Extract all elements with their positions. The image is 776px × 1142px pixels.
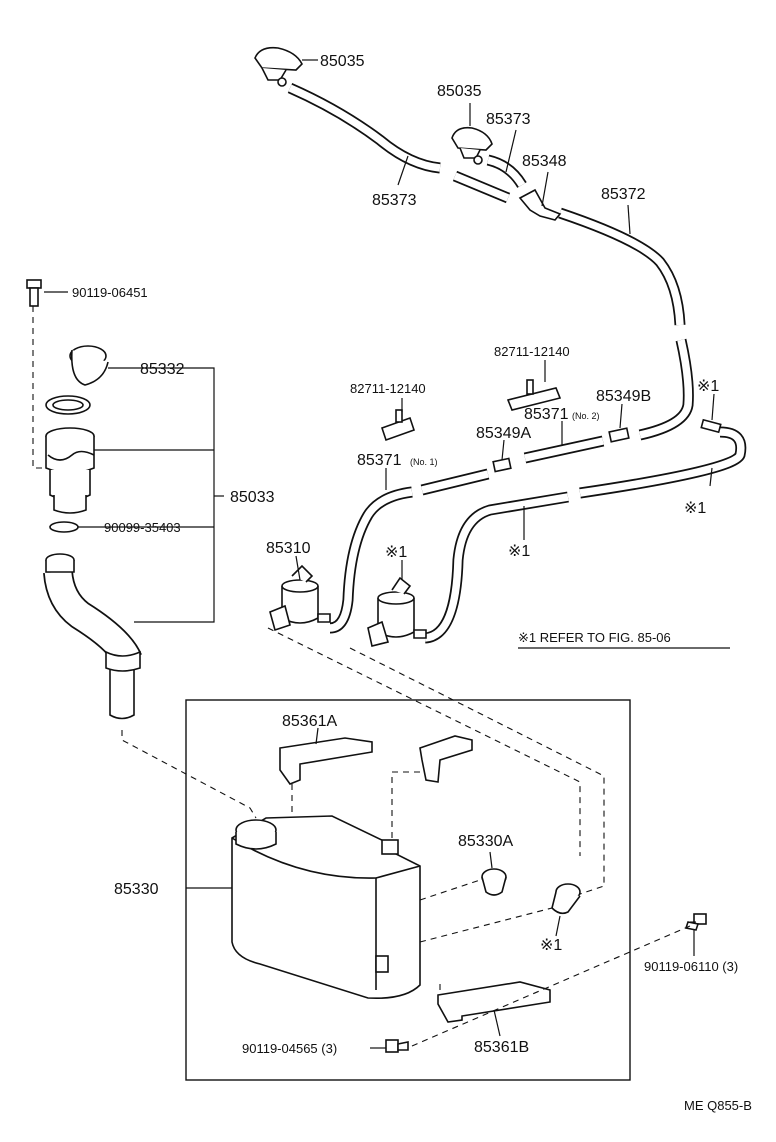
dashed-guide-lines — [32, 306, 700, 1047]
bolt-bottom-icon — [385, 1039, 409, 1053]
label-hose-upper-right: 85373 — [486, 111, 531, 128]
label-joint-85348: 85348 — [522, 153, 567, 170]
label-clip-left: 82711-12140 — [350, 381, 426, 396]
washer-pump-85310 — [269, 564, 331, 632]
grommet-ref — [551, 883, 581, 915]
bracket-upper — [279, 737, 373, 785]
nozzle-right — [451, 126, 493, 165]
label-hose-no1-suffix: (No. 1) — [410, 457, 438, 467]
washer-pump-ref — [367, 576, 427, 647]
label-nozzle-right: 85035 — [437, 83, 482, 100]
label-pump-motor: 85310 — [266, 540, 311, 557]
label-bolt-right: 90119-06110 (3) — [644, 959, 738, 974]
bracket-lower — [437, 981, 551, 1023]
washer-tank — [231, 815, 421, 1000]
callout-labels: 85035 85035 85373 85348 85373 85372 9011… — [72, 53, 752, 1113]
hose-lines — [43, 82, 747, 667]
nozzle-left — [254, 46, 303, 87]
label-ref-mark-hose-mid: ※1 — [508, 543, 530, 560]
label-hose-upper-left: 85373 — [372, 192, 417, 209]
three-way-joint — [518, 188, 562, 221]
bracket-small — [419, 735, 473, 783]
leader-lines — [44, 59, 715, 1049]
label-clip-right: 82711-12140 — [494, 344, 570, 359]
check-valve-b — [608, 427, 630, 443]
label-nozzle-left: 85035 — [320, 53, 365, 70]
label-grommet: 85330A — [458, 833, 513, 850]
label-hose-no1: 85371 — [357, 452, 402, 469]
label-check-valve-b: 85349B — [596, 388, 651, 405]
label-inlet-assy: 85033 — [230, 489, 275, 506]
label-hose-85372: 85372 — [601, 186, 646, 203]
label-ref-mark-pump: ※1 — [385, 544, 407, 561]
tank-assembly-frame — [185, 699, 631, 1081]
label-figure-code: ME Q855-B — [684, 1098, 752, 1113]
filler-cap — [45, 345, 109, 415]
o-ring — [49, 521, 79, 533]
label-ref-mark-connector: ※1 — [697, 378, 719, 395]
label-bracket-top: 85361A — [282, 713, 337, 730]
label-hose-no2-suffix: (No. 2) — [572, 411, 600, 421]
label-check-valve-a: 85349A — [476, 425, 531, 442]
label-oring: 90099-35403 — [104, 520, 181, 535]
label-tank: 85330 — [114, 881, 159, 898]
filler-neck — [45, 427, 95, 514]
hose-clip-left — [380, 409, 416, 442]
label-cap: 85332 — [140, 361, 185, 378]
bolt-right-icon — [684, 913, 707, 931]
grommet-85330a — [481, 868, 507, 896]
connector-right — [700, 418, 722, 434]
label-refer-note: ※1 REFER TO FIG. 85-06 — [518, 630, 671, 645]
label-ref-mark-grommet: ※1 — [540, 937, 562, 954]
label-bracket-bottom: 85361B — [474, 1039, 529, 1056]
check-valve-a — [492, 457, 512, 473]
label-bolt-bottom: 90119-04565 (3) — [242, 1041, 337, 1056]
label-bolt-top: 90119-06451 — [72, 285, 148, 300]
bolt-top-icon — [26, 279, 42, 307]
filler-pipe — [45, 553, 141, 720]
label-hose-no2: 85371 — [524, 406, 569, 423]
hose-clip-right — [506, 379, 562, 411]
label-ref-mark-hose-right: ※1 — [684, 500, 706, 517]
